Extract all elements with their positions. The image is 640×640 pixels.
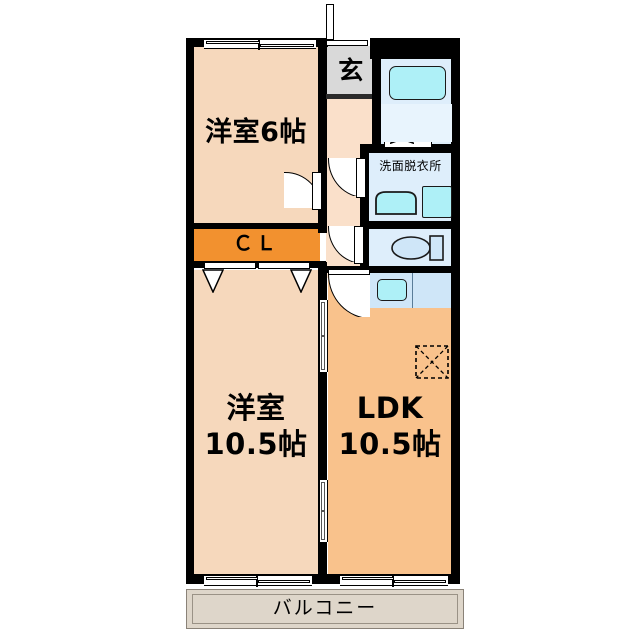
window-north[interactable] xyxy=(204,38,316,50)
bathtub xyxy=(389,66,446,100)
closet-door-marker-left xyxy=(202,269,224,293)
room-balcony xyxy=(186,589,464,629)
wall-genkan-bath xyxy=(372,46,381,146)
wall-outer-right xyxy=(451,38,460,583)
partition-sliding-door[interactable] xyxy=(319,300,328,372)
wall-toilet-kitchen xyxy=(360,266,460,273)
bedroom6-door-leaf[interactable] xyxy=(312,172,322,210)
label-balcony: バルコニー xyxy=(272,597,378,619)
label-genkan: 玄 xyxy=(338,56,364,85)
ldk-door-swing[interactable] xyxy=(328,273,370,317)
label-closet: ＣＬ xyxy=(233,231,279,255)
wall-bedroom-hall xyxy=(318,38,327,233)
kitchen-counter-divider xyxy=(412,272,413,308)
label-bedroom-105-line2: 10.5帖 xyxy=(204,427,308,461)
entry-door-threshold xyxy=(326,40,368,46)
label-ldk-line1: LDK xyxy=(356,391,424,425)
hall-door-upper-leaf[interactable] xyxy=(356,158,366,198)
kitchen-sink xyxy=(377,279,407,301)
wall-closet-top xyxy=(186,223,326,229)
entry-door-leaf[interactable] xyxy=(326,4,334,40)
label-washroom: 洗面脱衣所 xyxy=(379,159,442,173)
partition-sliding-door-lower[interactable] xyxy=(319,480,328,542)
label-bedroom-105-line1: 洋室 xyxy=(226,391,286,425)
room-bedroom-105 xyxy=(192,270,320,575)
wall-outer-top-right xyxy=(370,38,460,59)
wall-bath-washroom xyxy=(360,144,460,153)
room-closet xyxy=(192,228,320,262)
toilet-bowl-icon xyxy=(391,235,444,261)
wall-closet-bottom xyxy=(186,261,326,268)
hall-door-lower-leaf[interactable] xyxy=(354,226,364,264)
room-ldk xyxy=(328,272,453,575)
washer-space xyxy=(422,186,452,218)
balcony-door-ldk[interactable] xyxy=(340,574,448,587)
closet-door-panel-left[interactable] xyxy=(204,262,256,269)
label-bedroom-6: 洋室6帖 xyxy=(205,117,307,148)
wall-outer-left xyxy=(186,38,194,583)
wall-bedroom-ldk xyxy=(318,262,327,584)
closet-door-panel-right[interactable] xyxy=(258,262,310,269)
entry-door-swing xyxy=(326,4,366,44)
wall-washroom-toilet xyxy=(360,221,460,229)
ldk-door-leaf[interactable] xyxy=(328,269,370,275)
wall-hall-wet xyxy=(360,144,369,272)
balcony-inner-edge xyxy=(192,594,458,624)
label-ldk-line2: 10.5帖 xyxy=(338,427,442,461)
closet-door-marker-right xyxy=(290,269,312,293)
balcony-door-bedroom[interactable] xyxy=(204,574,312,587)
wall-genkan-bottom xyxy=(326,94,372,99)
room-genkan xyxy=(326,46,376,98)
vanity-sink-icon xyxy=(375,191,417,215)
ac-marker-icon xyxy=(415,345,449,379)
bath-floor xyxy=(381,104,452,142)
